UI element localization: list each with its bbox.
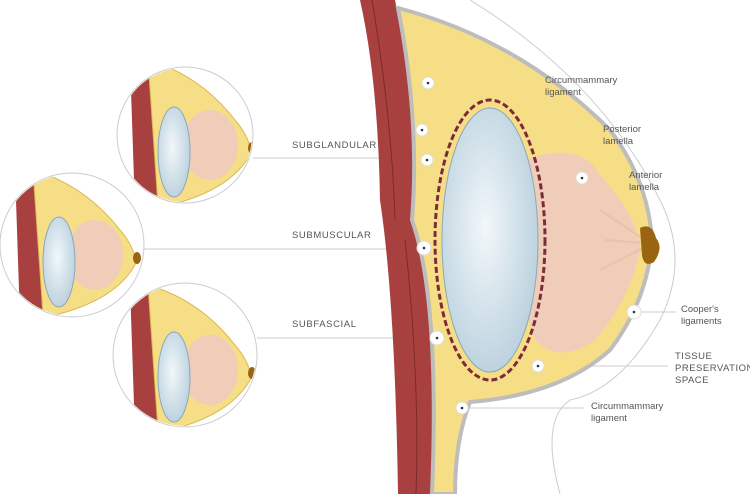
- nipple: [640, 226, 660, 264]
- label-line: Anterior: [629, 170, 663, 181]
- label-line: lamella: [629, 182, 660, 193]
- label-line: Circummammary: [591, 401, 664, 412]
- label-line: PRESERVATION: [675, 363, 750, 374]
- skin-outline: [469, 0, 676, 494]
- label-line: ligament: [591, 413, 627, 424]
- subfascial-mini-diagram: [112, 282, 258, 428]
- label-line: ligament: [545, 87, 581, 98]
- label-line: ligaments: [681, 316, 722, 327]
- implant: [441, 107, 539, 373]
- label-posterior-lamella: Posterior lamella: [603, 124, 641, 148]
- label-line: SPACE: [675, 375, 710, 386]
- label-tissue-preservation-space: TISSUE PRESERVATION SPACE: [675, 351, 750, 387]
- label-circummammary-ligament-top: Circummammary ligament: [545, 75, 617, 99]
- label-line: Circummammary: [545, 75, 618, 86]
- label-anterior-lamella: Anterior lamella: [629, 170, 662, 194]
- label-line: TISSUE: [675, 351, 713, 362]
- label-circummammary-ligament-bottom: Circummammary ligament: [591, 401, 663, 425]
- label-line: Cooper's: [681, 304, 719, 315]
- subglandular-mini-diagram: [116, 66, 254, 204]
- label-line: Posterior: [603, 124, 642, 135]
- posterior-lamella-capsule: [433, 98, 547, 382]
- label-line: lamella: [603, 136, 634, 147]
- submuscular-mini-diagram: [0, 172, 145, 318]
- label-subglandular: SUBGLANDULAR: [292, 140, 377, 151]
- label-submuscular: SUBMUSCULAR: [292, 230, 372, 241]
- label-coopers-ligaments: Cooper's ligaments: [681, 304, 722, 328]
- glandular-tissue: [521, 152, 640, 353]
- label-subfascial: SUBFASCIAL: [292, 319, 357, 330]
